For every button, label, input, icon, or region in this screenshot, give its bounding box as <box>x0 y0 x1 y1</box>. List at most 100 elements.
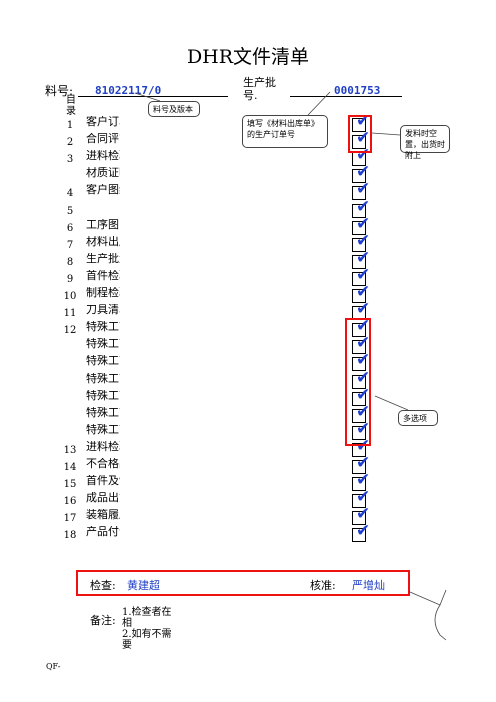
row-checkbox[interactable] <box>352 221 366 235</box>
row-number: 5 <box>66 206 74 217</box>
checkmark-icon: ✔ <box>356 436 371 456</box>
batch-number-label: 生产批号. <box>243 76 276 102</box>
checkmark-icon: ✔ <box>356 350 371 370</box>
checkmark-icon: ✔ <box>356 470 371 490</box>
row-checkbox[interactable] <box>352 135 366 149</box>
row-checkbox[interactable] <box>352 289 366 303</box>
row-checkbox[interactable] <box>352 392 366 406</box>
check-label: 检查: <box>90 579 116 592</box>
row-document-name: 特殊工艺参数 <box>86 373 120 385</box>
row-number: 3 <box>66 154 74 165</box>
checkmark-icon: ✔ <box>356 487 371 507</box>
row-document-name: 特殊工艺参数 <box>86 407 120 419</box>
row-checkbox[interactable] <box>352 169 366 183</box>
row-document-name: 特殊工艺参数 <box>86 321 120 333</box>
row-document-name: 特殊工艺参数 <box>86 390 120 402</box>
row-checkbox[interactable] <box>352 511 366 525</box>
row-checkbox[interactable] <box>352 443 366 457</box>
row-checkbox[interactable] <box>352 323 366 337</box>
row-number: 12 <box>63 325 77 336</box>
row-checkbox[interactable] <box>352 477 366 491</box>
row-checkbox[interactable] <box>352 118 366 132</box>
row-checkbox[interactable] <box>352 204 366 218</box>
row-document-name: 进料检验报告 <box>86 441 120 453</box>
checkmark-icon: ✔ <box>356 521 371 541</box>
checkmark-icon: ✔ <box>356 179 371 199</box>
row-checkbox[interactable] <box>352 494 366 508</box>
row-document-name: 进料检验报告 <box>86 150 120 162</box>
row-document-name: 材质证明 <box>86 167 120 179</box>
checkmark-icon: ✔ <box>356 265 371 285</box>
notes-label: 备注: <box>90 614 116 627</box>
note-1: 1.检查者在相 <box>122 607 172 629</box>
row-checkbox[interactable] <box>352 426 366 440</box>
row-number: 14 <box>63 462 77 473</box>
row-document-name: 材料出库单 <box>86 236 120 248</box>
checkmark-icon: ✔ <box>356 316 371 336</box>
highlight-blank-attach <box>348 115 372 153</box>
callout-part-version: 料号及版本 <box>148 101 200 117</box>
row-number: 7 <box>66 240 74 251</box>
row-number: 17 <box>63 513 77 524</box>
row-checkbox[interactable] <box>352 238 366 252</box>
row-checkbox[interactable] <box>352 460 366 474</box>
part-number-underline <box>78 96 228 97</box>
callout-multi-select: 多选项 <box>398 410 438 426</box>
row-document-name: 客户订单 <box>86 116 120 128</box>
note-2: 2.如有不需要 <box>122 629 172 651</box>
checkmark-icon: ✔ <box>356 145 371 165</box>
row-document-name: 产品付合格证 <box>86 526 120 538</box>
row-number: 6 <box>66 223 74 234</box>
part-number-value: 81022117/0 <box>95 84 162 97</box>
row-document-name: 特殊工艺参数 <box>86 338 120 350</box>
row-checkbox[interactable] <box>352 186 366 200</box>
signature-box <box>76 570 410 596</box>
row-document-name: 特殊工艺参数 <box>86 355 120 367</box>
row-number: 10 <box>63 291 77 302</box>
row-number: 8 <box>66 257 74 268</box>
row-document-name: 装箱履历表 <box>86 509 120 521</box>
checkmark-icon: ✔ <box>356 197 371 217</box>
row-document-name: 不合格品评审 <box>86 458 120 470</box>
row-checkbox[interactable] <box>352 272 366 286</box>
checkmark-icon: ✔ <box>356 402 371 422</box>
row-document-name: 制程检验报告 <box>86 287 120 299</box>
row-document-name: 首件及制程检 <box>86 475 120 487</box>
row-number: 9 <box>66 274 74 285</box>
row-document-name: 客户图纸 <box>86 184 120 196</box>
row-checkbox[interactable] <box>352 340 366 354</box>
row-document-name: 工序图 <box>86 219 119 231</box>
row-number: 16 <box>63 496 77 507</box>
row-number: 4 <box>66 188 74 199</box>
row-checkbox[interactable] <box>352 528 366 542</box>
callout-blank-attach: 发料时空置，出货时附上 <box>400 125 450 160</box>
checkmark-icon: ✔ <box>356 299 371 319</box>
check-name: 黄建超 <box>127 579 160 592</box>
callout-fill-order: 填写《材料出库单》的生产订单号 <box>242 115 328 148</box>
part-number-label: 料号: <box>45 84 74 98</box>
checkmark-icon: ✔ <box>356 231 371 251</box>
checkmark-icon: ✔ <box>356 214 371 234</box>
row-document-name: 生产批量管制 <box>86 253 120 265</box>
checkmark-icon: ✔ <box>356 419 371 439</box>
row-checkbox[interactable] <box>352 409 366 423</box>
row-checkbox[interactable] <box>352 255 366 269</box>
page-title: DHR文件清单 <box>186 46 310 68</box>
approve-name: 严增灿 <box>352 579 385 592</box>
form-code: QF- <box>46 662 61 671</box>
batch-number-value: 0001753 <box>334 84 381 97</box>
row-document-name <box>86 202 120 214</box>
row-checkbox[interactable] <box>352 375 366 389</box>
row-number: 1 <box>66 120 74 131</box>
checkmark-icon: ✔ <box>356 162 371 182</box>
row-checkbox[interactable] <box>352 357 366 371</box>
row-document-name: 特殊工艺参数 <box>86 424 120 436</box>
row-document-name: 合同评审 <box>86 133 120 145</box>
directory-label: 目录 <box>66 95 76 117</box>
checkmark-icon: ✔ <box>356 128 371 148</box>
row-document-name: 首件检验报告 <box>86 270 120 282</box>
row-number: 18 <box>63 530 77 541</box>
batch-number-underline <box>290 96 402 97</box>
highlight-multi-select <box>345 318 371 446</box>
